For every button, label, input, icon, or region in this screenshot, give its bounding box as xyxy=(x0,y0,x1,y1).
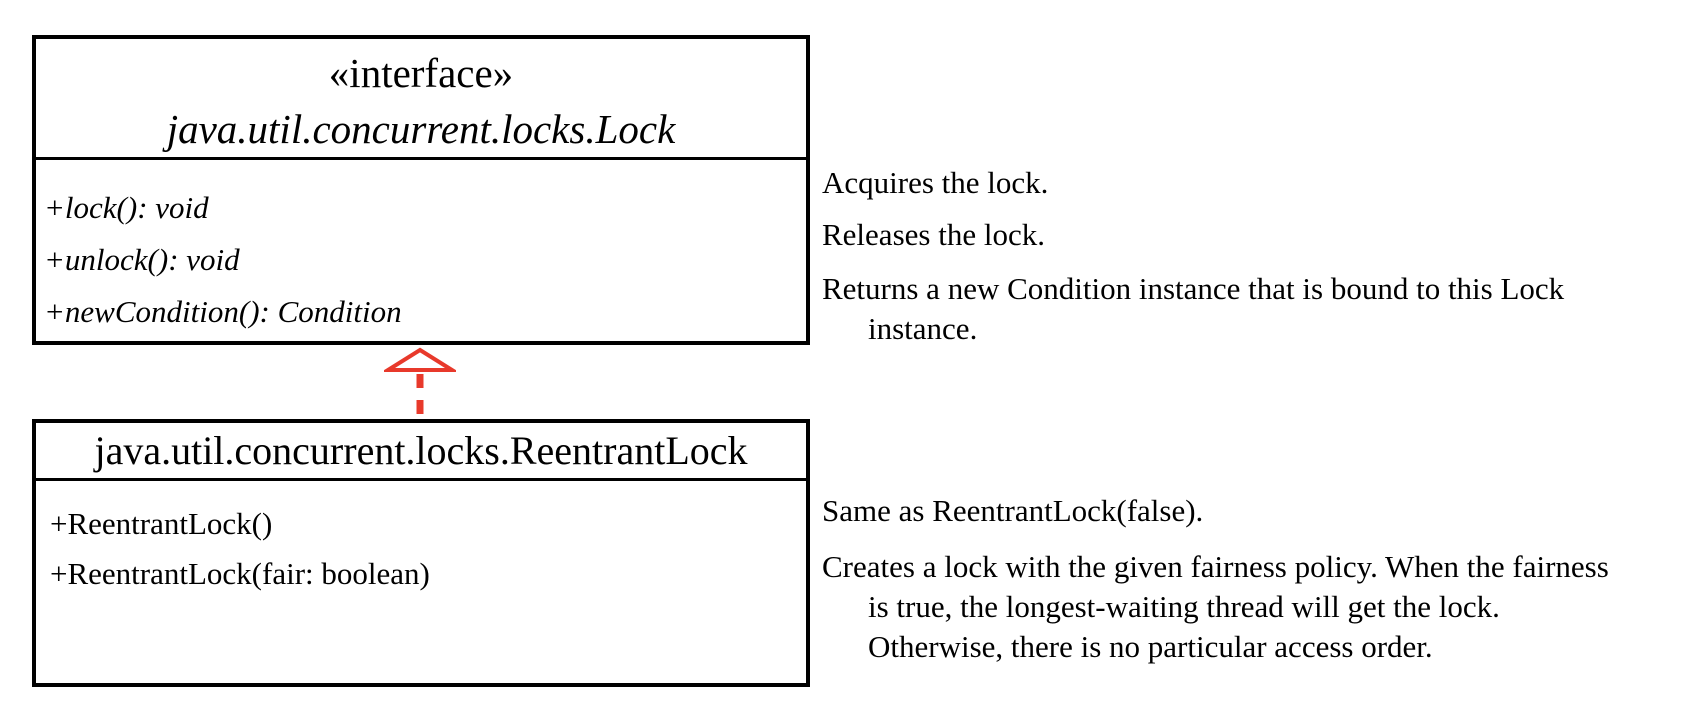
class-name-label: java.util.concurrent.locks.ReentrantLock xyxy=(36,423,806,481)
interface-annotations: Acquires the lock. Releases the lock. Re… xyxy=(822,165,1634,365)
annotation-same-as: Same as ReentrantLock(false). xyxy=(822,493,1204,528)
class-method-list: +ReentrantLock() +ReentrantLock(fair: bo… xyxy=(36,481,806,599)
interface-name-label: java.util.concurrent.locks.Lock xyxy=(166,106,676,152)
interface-stereotype-label: «interface» xyxy=(328,50,514,96)
class-annotations: Same as ReentrantLock(false). Creates a … xyxy=(822,493,1634,683)
annotation-newcondition: Returns a new Condition instance that is… xyxy=(822,271,1565,346)
interface-method-lock: +lock(): void xyxy=(44,190,209,225)
interface-box-header: «interface» java.util.concurrent.locks.L… xyxy=(36,39,806,160)
class-method-ctor-default: +ReentrantLock() xyxy=(50,506,273,541)
annotation-fairness-policy: Creates a lock with the given fairness p… xyxy=(822,549,1609,664)
interface-method-list: +lock(): void +unlock(): void +newCondit… xyxy=(36,160,806,338)
realization-triangle-icon xyxy=(384,347,456,372)
annotation-acquires: Acquires the lock. xyxy=(822,165,1049,200)
class-box: java.util.concurrent.locks.ReentrantLock… xyxy=(32,419,810,687)
annotation-releases: Releases the lock. xyxy=(822,217,1045,252)
interface-method-newcondition: +newCondition(): Condition xyxy=(44,294,402,329)
class-method-ctor-fair: +ReentrantLock(fair: boolean) xyxy=(50,556,430,591)
interface-box: «interface» java.util.concurrent.locks.L… xyxy=(32,35,810,345)
interface-method-unlock: +unlock(): void xyxy=(44,242,240,277)
realization-arrow-icon xyxy=(384,347,456,421)
